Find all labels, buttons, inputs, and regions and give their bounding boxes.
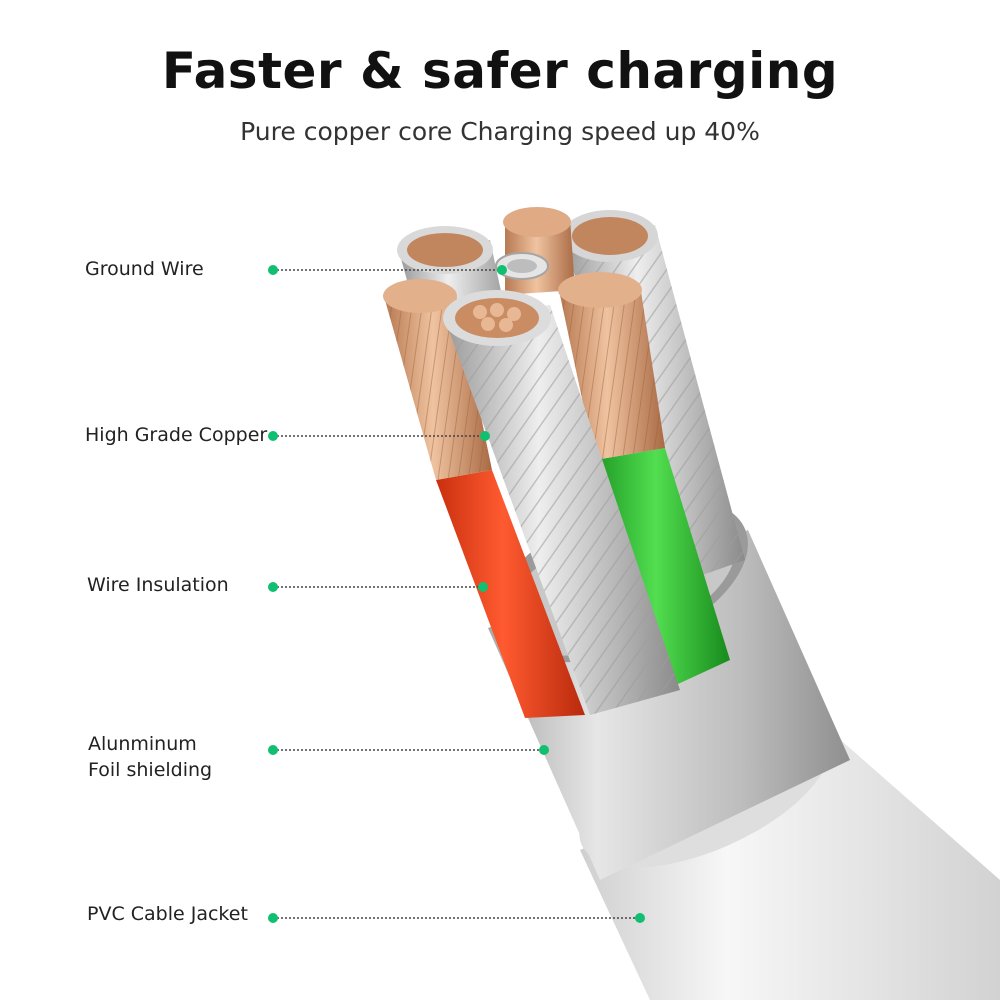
label-aluminum-foil-line2: Foil shielding	[88, 759, 213, 781]
callout-aluminum-foil	[268, 745, 549, 755]
page-subtitle: Pure copper core Charging speed up 40%	[240, 117, 760, 146]
callout-wire-insulation	[268, 582, 488, 592]
callout-pvc-jacket	[268, 913, 645, 923]
conductor-silver-front	[443, 290, 680, 715]
red-insulated-wire	[383, 279, 585, 718]
label-ground-wire: Ground Wire	[85, 258, 204, 280]
page-title: Faster & safer charging	[161, 42, 839, 100]
callout-ground-wire	[268, 265, 507, 275]
ground-wire-core	[495, 252, 549, 280]
label-pvc-cable-jacket: PVC Cable Jacket	[87, 903, 248, 925]
label-wire-insulation: Wire Insulation	[87, 574, 229, 596]
callout-high-grade-copper	[268, 431, 490, 441]
label-high-grade-copper: High Grade Copper	[85, 424, 268, 446]
label-aluminum-foil-line1: Alunminum	[88, 733, 197, 755]
